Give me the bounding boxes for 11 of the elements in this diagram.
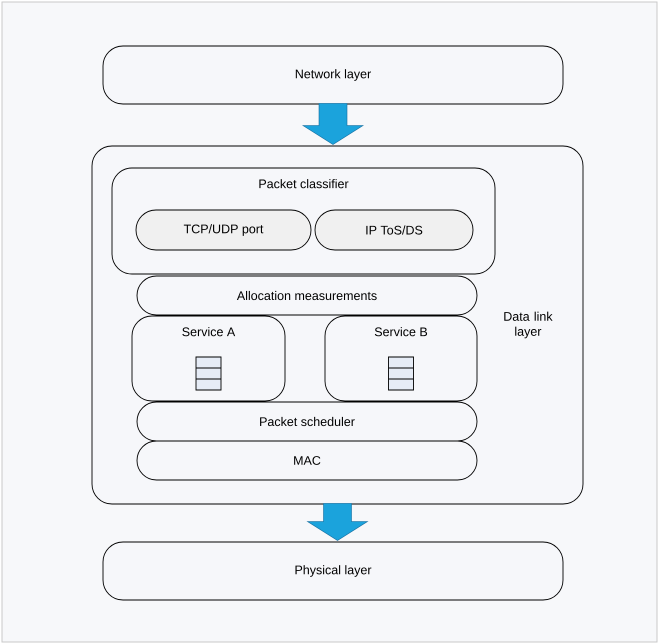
field-box: TCP/UDP port <box>136 210 312 250</box>
block-arrow <box>302 103 364 145</box>
field-box: IP ToS/DS <box>314 210 474 250</box>
function-box: MAC <box>136 440 478 480</box>
function-box: Allocation measurements <box>136 276 478 316</box>
layer-box: Physical layer <box>102 542 564 600</box>
function-box: Packet scheduler <box>136 402 478 442</box>
layer-box: Network layer <box>102 46 564 104</box>
service-box: Service B <box>324 316 478 402</box>
service-box: Service A <box>132 316 286 402</box>
block-arrow <box>306 503 369 541</box>
